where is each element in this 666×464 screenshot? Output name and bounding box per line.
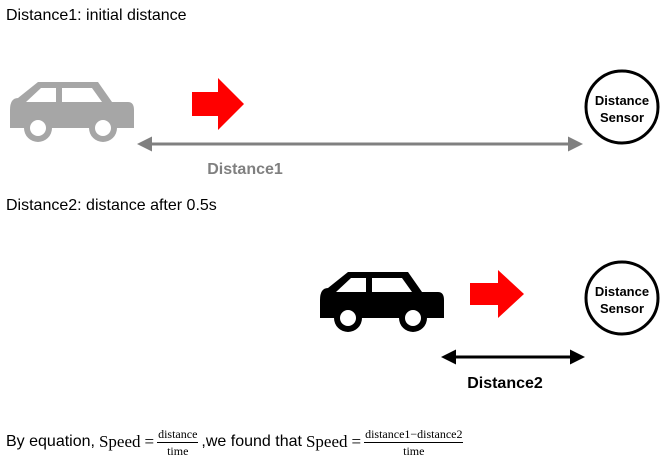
- equals-sign-2: =: [351, 432, 362, 451]
- fraction-2-denominator: time: [403, 443, 425, 458]
- motion-arrow-icon: [192, 78, 244, 130]
- sensor-2-label-line2: Sensor: [600, 301, 644, 316]
- distance1-label: Distance1: [207, 161, 283, 178]
- car-after-icon: [320, 272, 444, 332]
- fraction-1-numerator: distance: [157, 426, 199, 443]
- diagram-canvas: Distance Sensor Distance1 Distance Senso…: [10, 69, 660, 392]
- speed-word-2: Speed: [305, 432, 348, 451]
- distance2-label: Distance2: [467, 375, 543, 392]
- sensor-1-label-line2: Sensor: [600, 110, 644, 125]
- caption-distance-after: Distance2: distance after 0.5s: [6, 197, 217, 214]
- fraction-2-numerator: distance1−distance2: [364, 426, 464, 443]
- fraction-distance-difference-over-time: distance1−distance2 time: [364, 426, 464, 458]
- fraction-1-denominator: time: [167, 443, 189, 458]
- fraction-distance-over-time: distance time: [157, 426, 199, 458]
- distance-sensor-2: Distance Sensor: [584, 260, 660, 336]
- speed-word: Speed: [98, 432, 141, 451]
- caption-initial-distance: Distance1: initial distance: [6, 7, 187, 24]
- motion-arrow-icon: [470, 270, 524, 318]
- equation-prefix: By equation,: [6, 433, 95, 450]
- car-initial-icon: [10, 82, 134, 142]
- sensor-1-label-line1: Distance: [595, 93, 649, 108]
- speed-equation: By equation, Speed = distance time ,we f…: [6, 420, 466, 464]
- equals-sign: =: [144, 432, 155, 451]
- equation-middle-text: ,we found that: [201, 433, 302, 450]
- sensor-2-label-line1: Distance: [595, 284, 649, 299]
- distance-sensor-1: Distance Sensor: [584, 69, 660, 145]
